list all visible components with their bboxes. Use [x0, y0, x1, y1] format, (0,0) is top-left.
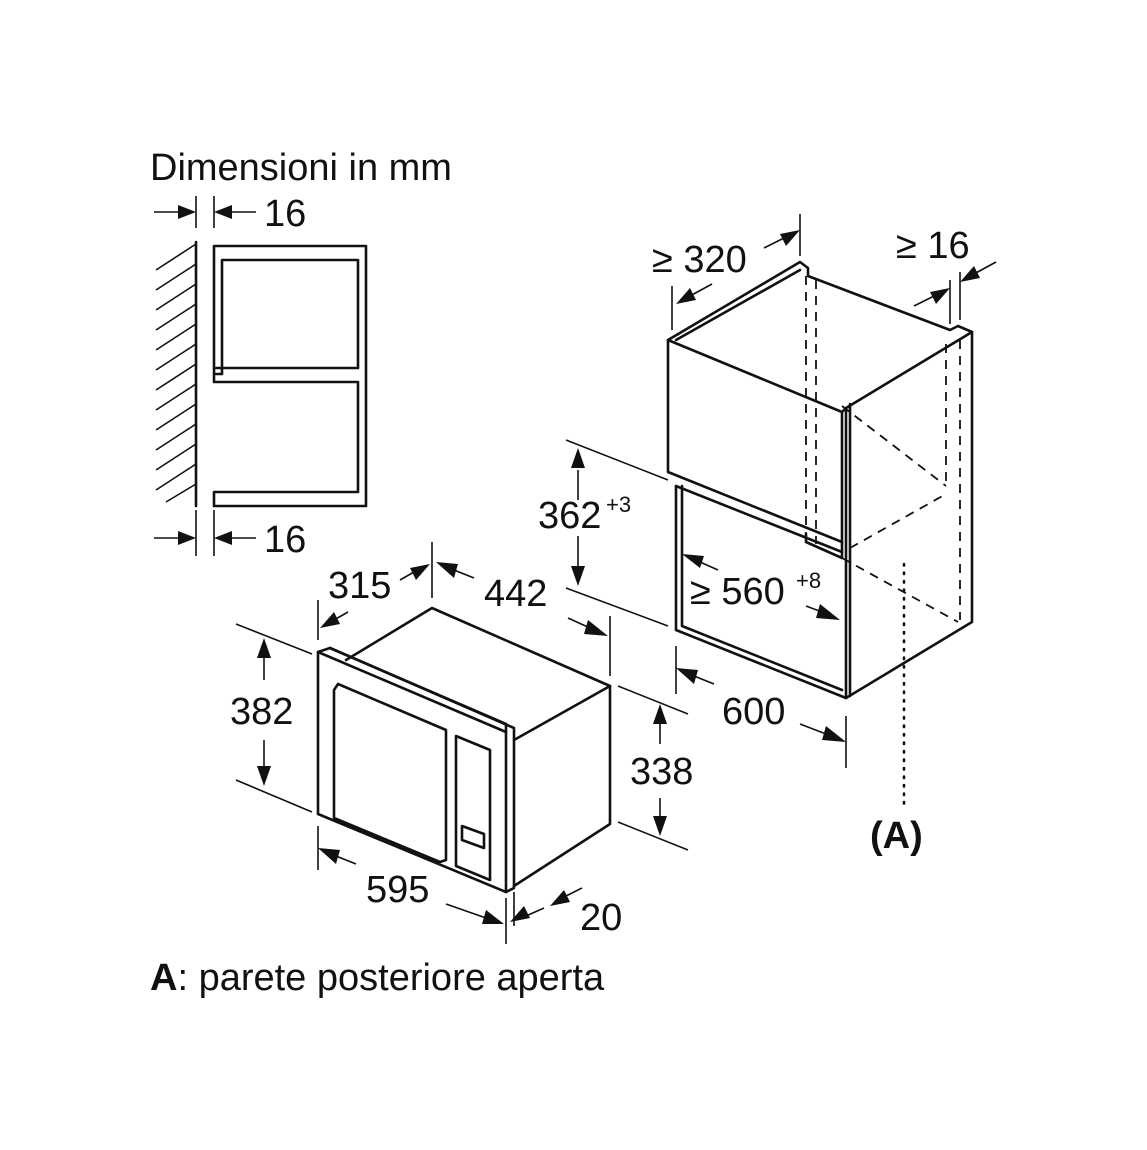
dim-arrow — [653, 704, 667, 724]
dim-arrow — [214, 205, 232, 219]
hidden-edge — [841, 557, 959, 623]
dim-appliance-body-height-label: 338 — [630, 751, 693, 793]
appliance-display — [460, 824, 486, 850]
dim-niche-width-label: ≥ 560 — [690, 571, 785, 613]
niche-top-edge — [674, 484, 844, 554]
dim-arrow — [571, 448, 585, 468]
footnote-text: : parete posteriore aperta — [177, 957, 605, 999]
dim-arrow — [320, 612, 340, 628]
appliance-control-panel — [454, 734, 492, 882]
callout-open-paren: ( — [870, 815, 883, 857]
dim-appliance-depth-label: 315 — [328, 565, 391, 607]
footnote-key: A — [150, 957, 177, 999]
dim-arrow — [257, 638, 271, 658]
hidden-edge — [849, 493, 947, 549]
dim-niche-height-label: 362 — [538, 495, 601, 537]
dim-arrow — [676, 288, 696, 304]
dim-arrow — [816, 604, 840, 620]
dim-side-bottom-label: 16 — [264, 519, 306, 561]
dim-cabinet-depth-label: ≥ 320 — [652, 239, 747, 281]
dim-arrow — [436, 562, 458, 578]
niche-inner-edge — [680, 484, 844, 692]
dim-arrow — [178, 531, 196, 545]
dim-rear-gap-label: ≥ 16 — [896, 225, 970, 267]
appliance-view: 315 442 382 338 595 — [230, 542, 693, 944]
dim-cabinet-width-label: 600 — [722, 691, 785, 733]
dim-arrow — [571, 566, 585, 586]
appliance-door-window — [332, 682, 448, 864]
appliance-body — [344, 606, 612, 888]
hidden-edge — [841, 405, 947, 487]
dim-arrow — [780, 230, 800, 246]
dim-appliance-front-depth-label: 20 — [580, 897, 622, 939]
cabinet-top — [666, 260, 974, 414]
dim-arrow — [676, 668, 698, 684]
dim-arrow — [584, 620, 608, 636]
dim-arrow — [960, 266, 980, 282]
side-profile-outline — [212, 244, 368, 508]
dim-arrow — [510, 906, 530, 922]
dim-arrow — [550, 890, 570, 906]
dim-niche-height-tolerance: +3 — [606, 492, 631, 517]
callout-marker: A — [883, 815, 910, 857]
diagram-title: Dimensioni in mm — [150, 147, 452, 189]
callout-close-paren: ) — [910, 815, 923, 857]
open-back-callout: (A) — [870, 815, 923, 857]
dim-arrow — [214, 531, 232, 545]
niche-left-bottom — [674, 484, 848, 700]
dim-niche-width-tolerance: +8 — [796, 568, 821, 593]
dim-arrow — [822, 726, 846, 742]
dim-appliance-front-width-label: 595 — [366, 869, 429, 911]
dim-arrow — [482, 910, 504, 924]
dim-arrow — [410, 564, 430, 580]
cabinet-view: ≥ 320 ≥ 16 362 +3 ≥ 560 +8 600 ( — [538, 214, 997, 857]
footnote: A: parete posteriore aperta — [150, 957, 605, 999]
dim-side-top-label: 16 — [264, 193, 306, 235]
cabinet-side — [844, 330, 974, 700]
side-view: 16 16 — [154, 193, 368, 561]
dim-arrow — [318, 848, 340, 864]
dim-arrow — [257, 766, 271, 786]
dim-arrow — [930, 288, 950, 304]
dim-arrow — [178, 205, 196, 219]
wall-hatching — [155, 243, 197, 503]
dim-arrow — [653, 816, 667, 836]
cabinet-top-edge — [674, 268, 802, 342]
dim-appliance-front-height-label: 382 — [230, 691, 293, 733]
dim-appliance-body-width-label: 442 — [484, 573, 547, 615]
dim-arrow — [682, 554, 704, 568]
